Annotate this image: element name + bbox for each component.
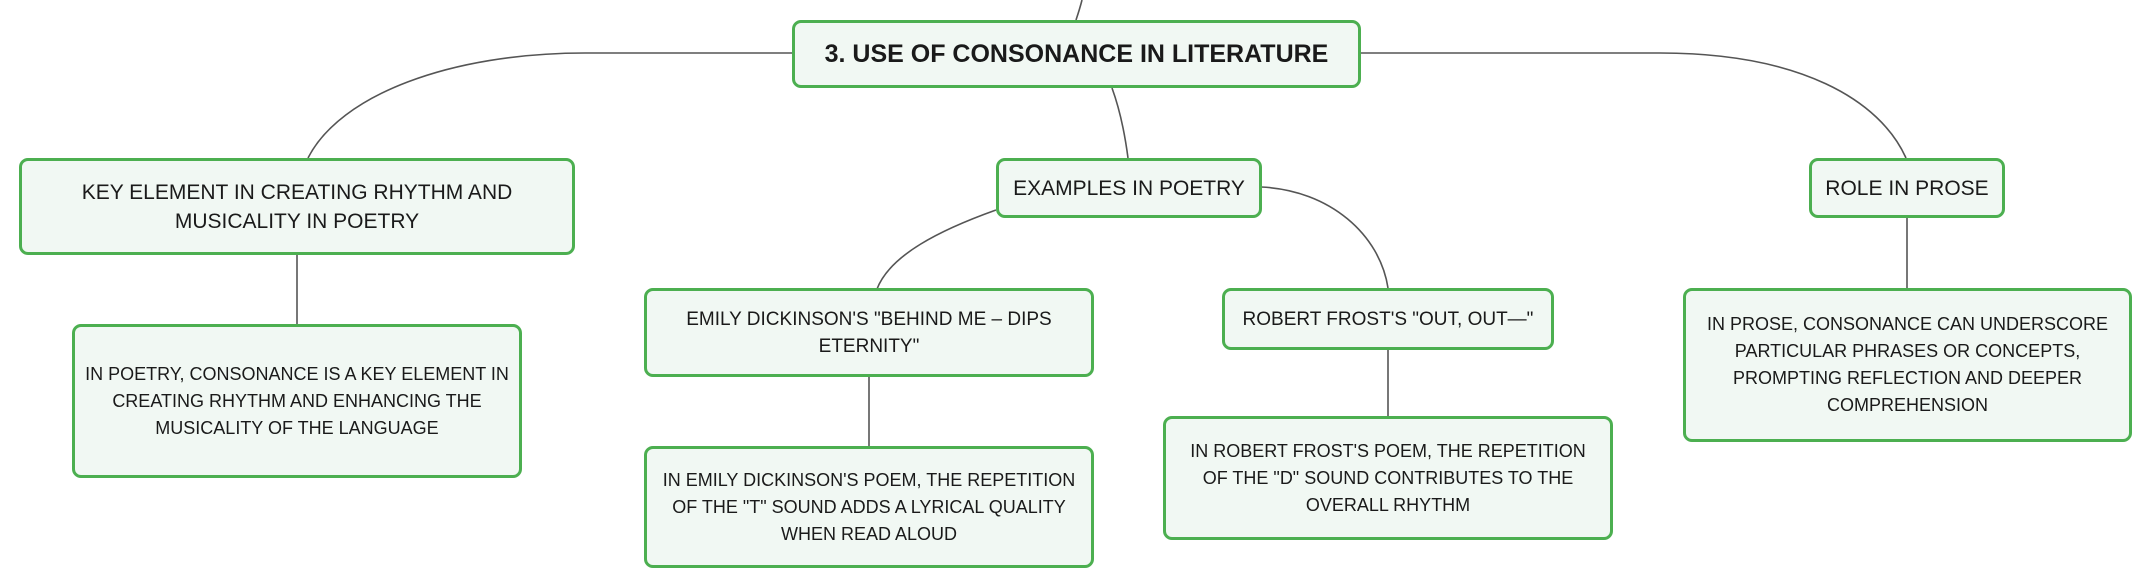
connector-poetry-to-frost: [1260, 186, 1389, 289]
root-node[interactable]: 3. USE OF CONSONANCE IN LITERATURE: [792, 20, 1361, 88]
dickinson-label: EMILY DICKINSON'S "BEHIND ME – DIPS ETER…: [686, 308, 1052, 357]
frost-detail-text: IN ROBERT FROST'S POEM, THE REPETITION O…: [1190, 440, 1586, 515]
root-node-label: 3. USE OF CONSONANCE IN LITERATURE: [824, 39, 1329, 68]
dickinson-detail-node[interactable]: IN EMILY DICKINSON'S POEM, THE REPETITIO…: [644, 446, 1094, 568]
rhythm-detail-text: IN POETRY, CONSONANCE IS A KEY ELEMENT I…: [85, 363, 509, 438]
frost-detail-node[interactable]: IN ROBERT FROST'S POEM, THE REPETITION O…: [1163, 416, 1613, 540]
frost-label: ROBERT FROST'S "OUT, OUT—": [1242, 308, 1534, 330]
prose-detail-text: IN PROSE, CONSONANCE CAN UNDERSCORE PART…: [1706, 314, 2109, 415]
connector-root-to-prose: [1360, 52, 1907, 159]
prose-detail-node[interactable]: IN PROSE, CONSONANCE CAN UNDERSCORE PART…: [1683, 288, 2132, 442]
connector-root-to-poetry: [1111, 87, 1129, 159]
connector-root-to-rhythm: [307, 52, 792, 159]
topic-poetry-node[interactable]: EXAMPLES IN POETRY: [996, 158, 1262, 218]
rhythm-detail-node[interactable]: IN POETRY, CONSONANCE IS A KEY ELEMENT I…: [72, 324, 522, 478]
dickinson-node[interactable]: EMILY DICKINSON'S "BEHIND ME – DIPS ETER…: [644, 288, 1094, 377]
dickinson-detail-text: IN EMILY DICKINSON'S POEM, THE REPETITIO…: [662, 469, 1076, 544]
topic-prose-label: ROLE IN PROSE: [1825, 176, 1989, 200]
topic-poetry-label: EXAMPLES IN POETRY: [1013, 176, 1245, 200]
topic-prose-node[interactable]: ROLE IN PROSE: [1809, 158, 2005, 218]
topic-rhythm-node[interactable]: KEY ELEMENT IN CREATING RHYTHM AND MUSIC…: [19, 158, 575, 255]
connector-parent-to-root: [1075, 0, 1083, 21]
frost-node[interactable]: ROBERT FROST'S "OUT, OUT—": [1222, 288, 1554, 350]
connector-poetry-to-dickinson: [876, 209, 997, 290]
topic-rhythm-label: KEY ELEMENT IN CREATING RHYTHM AND MUSIC…: [81, 180, 513, 233]
